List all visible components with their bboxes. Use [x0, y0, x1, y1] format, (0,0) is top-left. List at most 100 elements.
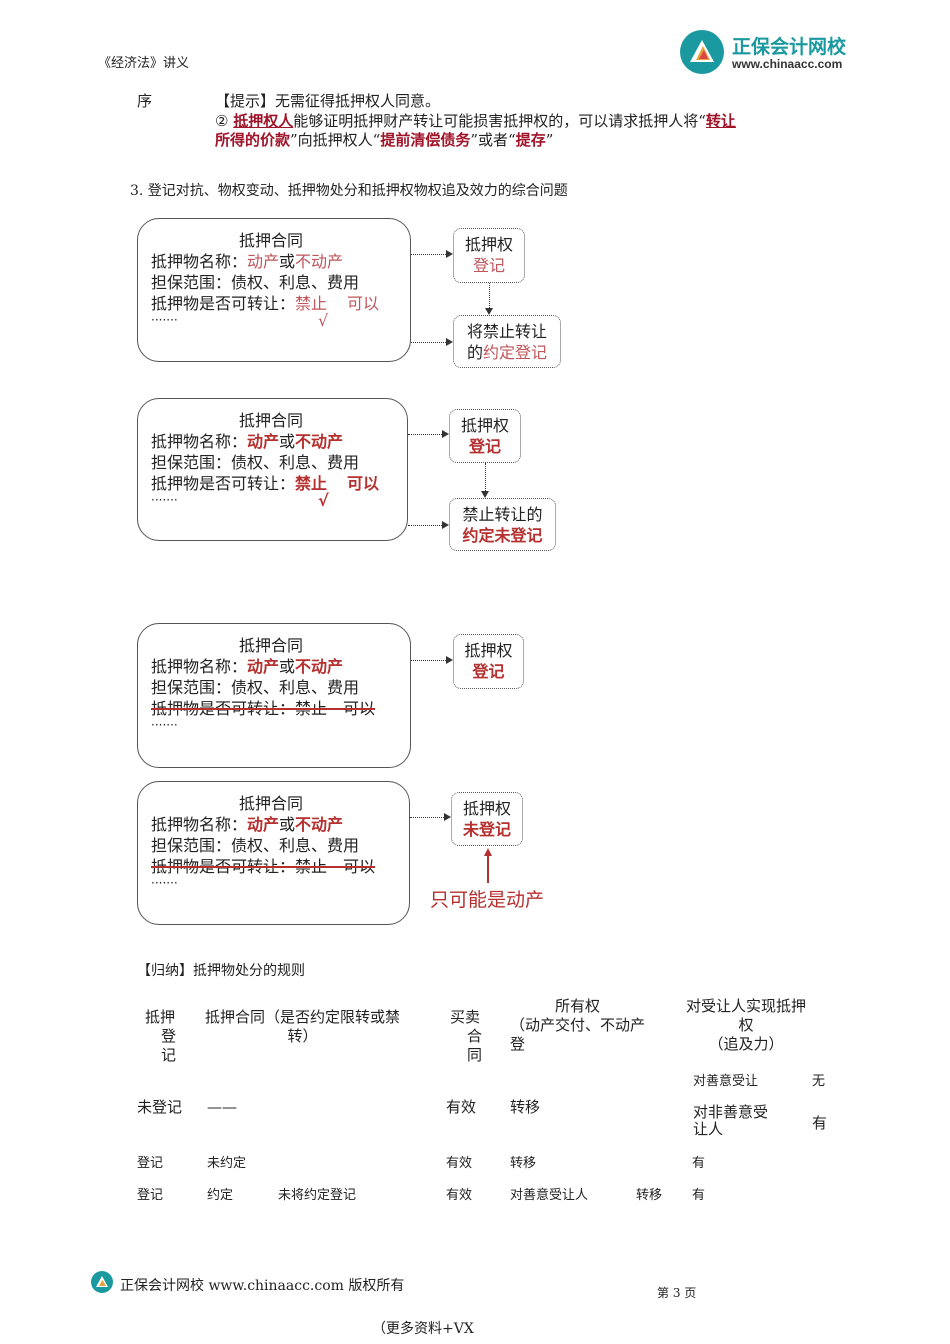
- header-cell: 买卖合同: [450, 1008, 483, 1064]
- footer-more: （更多资料+VX: [372, 1321, 474, 1337]
- contract-title: 抵押合同: [239, 231, 304, 250]
- collateral-name-line: 抵押物名称：动产或不动产: [151, 432, 344, 451]
- arrow-line: [485, 463, 486, 491]
- arrow-head: [446, 656, 453, 664]
- arrow-line: [408, 434, 442, 435]
- header-left-text: 《经济法》讲义: [98, 56, 190, 71]
- cell: 有效: [446, 1156, 473, 1171]
- cell: 未约定: [207, 1156, 247, 1171]
- cell: 转移: [636, 1188, 663, 1203]
- cell: 约定: [207, 1188, 234, 1203]
- row-label: 序: [137, 92, 153, 110]
- para-highlight: 所得的价款: [215, 131, 291, 149]
- para-text: ”: [545, 131, 554, 149]
- cell: 转移: [510, 1098, 541, 1116]
- arrow-head: [442, 521, 449, 529]
- header-cell: 所有权（动产交付、不动产登: [510, 997, 646, 1053]
- header-cell: 抵押登记: [145, 1008, 177, 1064]
- tip-text: 【提示】无需征得抵押权人同意。: [215, 92, 441, 110]
- cell: 有效: [446, 1098, 477, 1116]
- arrow-line: [411, 660, 446, 661]
- ellipsis: ·······: [151, 876, 178, 890]
- registration-box: 抵押权登记: [449, 409, 521, 463]
- circled-number: ②: [215, 112, 229, 130]
- collateral-name-line: 抵押物名称：动产或不动产: [151, 252, 344, 271]
- contract-title: 抵押合同: [239, 411, 304, 430]
- contract-box: [137, 398, 408, 541]
- arrow-up-line: [487, 855, 489, 883]
- cell: 登记: [137, 1156, 164, 1171]
- scope-line: 担保范围：债权、利息、费用: [151, 453, 360, 472]
- contract-title: 抵押合同: [239, 636, 304, 655]
- arrow-line: [411, 254, 446, 255]
- arrow-line: [489, 283, 490, 308]
- logo-url: www.chinaacc.com: [732, 57, 843, 71]
- contract-box: [137, 218, 411, 362]
- contract-box: [137, 623, 411, 768]
- page-number: 第 3 页: [657, 1286, 697, 1300]
- arrow-head: [481, 491, 489, 498]
- link-mortgagee[interactable]: 抵押权人: [233, 112, 294, 130]
- agreement-box: 禁止转让的约定未登记: [449, 498, 556, 551]
- cell: 对非善意受让人: [693, 1103, 769, 1138]
- header-cell: 抵押合同（是否约定限转或禁转）: [205, 1008, 401, 1045]
- cell: ——: [207, 1098, 237, 1116]
- arrow-line: [411, 342, 446, 343]
- arrow-line: [410, 817, 444, 818]
- cell: 对善意受让: [693, 1074, 759, 1089]
- cell: 未将约定登记: [278, 1188, 357, 1203]
- logo: [678, 28, 726, 80]
- cell: 有: [692, 1156, 706, 1171]
- arrow-head: [442, 430, 449, 438]
- scope-line: 担保范围：债权、利息、费用: [151, 678, 360, 697]
- ellipsis: ·······: [151, 493, 178, 507]
- arrow-head: [485, 308, 493, 315]
- check-mark: √: [318, 491, 329, 510]
- para-highlight: 转让: [705, 112, 736, 130]
- paragraph-line-2: 所得的价款”向抵押权人“提前清偿债务”或者“提存”: [215, 129, 553, 150]
- cell: 对善意受让人: [510, 1188, 589, 1203]
- transfer-line-struck: 抵押物是否可转让：禁止 可以: [151, 857, 376, 876]
- transfer-line-struck: 抵押物是否可转让：禁止 可以: [151, 699, 376, 718]
- registration-box: 抵押权登记: [453, 634, 524, 689]
- para-highlight: 提存: [515, 131, 546, 149]
- cell: 有: [692, 1188, 706, 1203]
- para-text: ”或者“: [470, 131, 516, 149]
- paragraph-line-1: ② 抵押权人能够证明抵押财产转让可能损害抵押权的，可以请求抵押人将“转让: [215, 110, 736, 131]
- cell: 未登记: [137, 1098, 183, 1116]
- footer-brand: 正保会计网校 www.chinaacc.com 版权所有: [120, 1278, 405, 1294]
- cell: 有效: [446, 1188, 473, 1203]
- check-mark: √: [318, 311, 329, 330]
- cell: 有: [812, 1114, 828, 1132]
- arrow-head: [444, 813, 451, 821]
- collateral-name-line: 抵押物名称：动产或不动产: [151, 815, 344, 834]
- para-text: ”向抵押权人“: [290, 131, 381, 149]
- summary-heading: 【归纳】抵押物处分的规则: [137, 963, 305, 979]
- arrow-head: [446, 250, 453, 258]
- registration-box: 抵押权未登记: [451, 792, 523, 846]
- arrow-up-head: [484, 848, 492, 856]
- movable-only-note: 只可能是动产: [430, 889, 545, 911]
- arrow-line: [408, 525, 442, 526]
- transfer-line: 抵押物是否可转让：禁止可以: [151, 474, 380, 493]
- contract-box: [137, 781, 410, 925]
- cell: 登记: [137, 1188, 164, 1203]
- contract-title: 抵押合同: [239, 794, 304, 813]
- scope-line: 担保范围：债权、利息、费用: [151, 836, 360, 855]
- scope-line: 担保范围：债权、利息、费用: [151, 273, 360, 292]
- para-text: 能够证明抵押财产转让可能损害抵押权的，可以请求抵押人将“: [293, 112, 706, 130]
- ellipsis: ·······: [151, 313, 178, 327]
- agreement-box: 将禁止转让的约定登记: [453, 315, 561, 368]
- header-cell: 对受让人实现抵押权（追及力）: [686, 997, 807, 1053]
- cell: 转移: [510, 1156, 537, 1171]
- footer-logo-icon: [90, 1270, 114, 1298]
- logo-icon: [680, 30, 724, 74]
- ellipsis: ·······: [151, 718, 178, 732]
- section-heading: 3. 登记对抗、物权变动、抵押物处分和抵押权物权追及效力的综合问题: [130, 183, 568, 199]
- para-highlight: 提前清偿债务: [380, 131, 471, 149]
- collateral-name-line: 抵押物名称：动产或不动产: [151, 657, 344, 676]
- arrow-head: [446, 338, 453, 346]
- registration-box: 抵押权登记: [453, 228, 525, 283]
- logo-brand: 正保会计网校: [732, 36, 847, 58]
- transfer-line: 抵押物是否可转让：禁止可以: [151, 294, 380, 313]
